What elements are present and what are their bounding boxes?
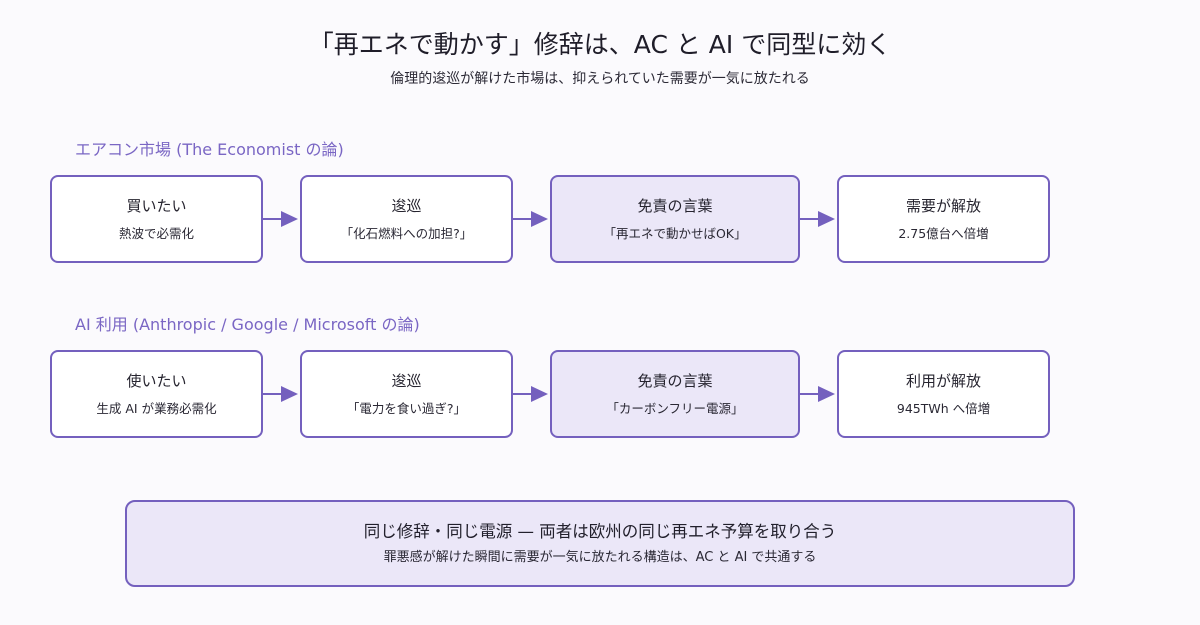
row-label-aircon: エアコン市場 (The Economist の論) — [75, 140, 344, 159]
node-aircon-release: 需要が解放 2.75億台へ倍増 — [837, 175, 1050, 263]
node-sub: 「再エネで動かせばOK」 — [603, 225, 747, 241]
row-label-ai: AI 利用 (Anthropic / Google / Microsoft の論… — [75, 315, 420, 334]
node-head: 免責の言葉 — [637, 371, 713, 390]
node-sub: 生成 AI が業務必需化 — [96, 400, 217, 416]
node-sub: 2.75億台へ倍増 — [898, 225, 989, 241]
node-head: 逡巡 — [391, 196, 422, 215]
summary-head: 同じ修辞・同じ電源 — 両者は欧州の同じ再エネ予算を取り合う — [363, 521, 837, 541]
node-aircon-hesitation: 逡巡 「化石燃料への加担?」 — [300, 175, 513, 263]
node-sub: 熱波で必需化 — [118, 225, 194, 241]
diagram-subtitle: 倫理的逡巡が解けた市場は、抑えられていた需要が一気に放たれる — [390, 71, 810, 87]
node-head: 需要が解放 — [905, 196, 981, 215]
node-head: 利用が解放 — [905, 371, 981, 390]
node-head: 買いたい — [126, 196, 187, 215]
node-sub: 945TWh へ倍増 — [896, 400, 991, 416]
node-ai-absolution: 免責の言葉 「カーボンフリー電源」 — [550, 350, 800, 438]
node-ai-hesitation: 逡巡 「電力を食い過ぎ?」 — [300, 350, 513, 438]
node-head: 使いたい — [126, 371, 187, 390]
node-sub: 「電力を食い過ぎ?」 — [346, 400, 467, 416]
arrow-aircon-3 — [800, 211, 835, 227]
arrow-aircon-2 — [513, 211, 548, 227]
node-head: 逡巡 — [391, 371, 422, 390]
arrow-ai-1 — [263, 386, 298, 402]
node-sub: 「化石燃料への加担?」 — [340, 225, 473, 241]
summary-box: 同じ修辞・同じ電源 — 両者は欧州の同じ再エネ予算を取り合う 罪悪感が解けた瞬間… — [125, 500, 1075, 587]
arrow-ai-2 — [513, 386, 548, 402]
node-ai-want: 使いたい 生成 AI が業務必需化 — [50, 350, 263, 438]
arrow-aircon-1 — [263, 211, 298, 227]
node-sub: 「カーボンフリー電源」 — [606, 400, 744, 416]
diagram-title: 「再エネで動かす」修辞は、AC と AI で同型に効く — [308, 30, 892, 59]
node-aircon-want: 買いたい 熱波で必需化 — [50, 175, 263, 263]
node-aircon-absolution: 免責の言葉 「再エネで動かせばOK」 — [550, 175, 800, 263]
node-ai-release: 利用が解放 945TWh へ倍増 — [837, 350, 1050, 438]
arrow-ai-3 — [800, 386, 835, 402]
summary-sub: 罪悪感が解けた瞬間に需要が一気に放たれる構造は、AC と AI で共通する — [383, 549, 817, 565]
node-head: 免責の言葉 — [637, 196, 713, 215]
